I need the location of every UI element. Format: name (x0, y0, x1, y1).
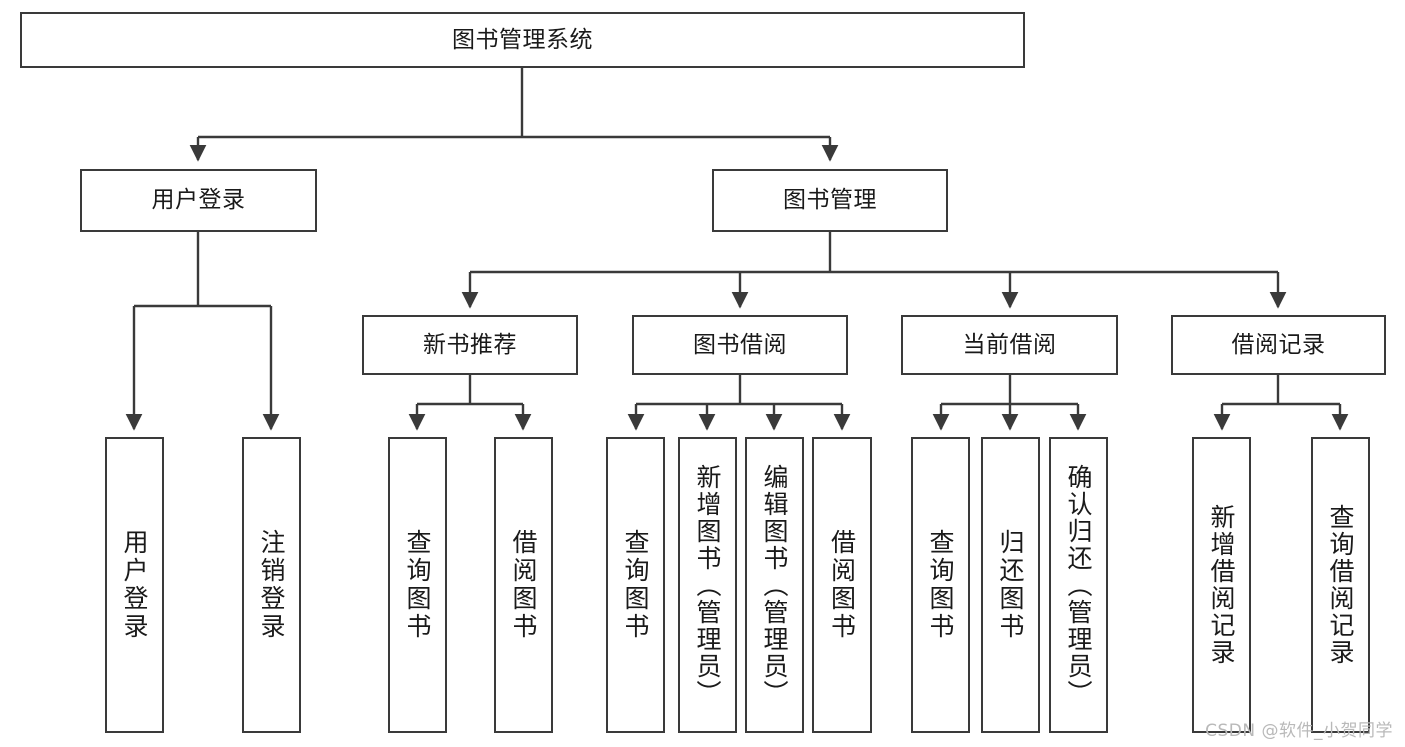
node-label: 用户登录 (120, 529, 149, 641)
node-root-system[interactable]: 图书管理系统 (20, 12, 1025, 68)
node-label: 注销登录 (257, 529, 286, 641)
node-label: 查询图书 (403, 529, 432, 641)
node-label: 图书管理系统 (452, 26, 593, 53)
node-label: 归还图书 (996, 529, 1025, 641)
node-borrow-record[interactable]: 借阅记录 (1171, 315, 1386, 375)
node-leaf-confirm-return[interactable]: 确认归还（管理员） (1049, 437, 1108, 733)
node-label: 当前借阅 (962, 331, 1057, 358)
node-label: 借阅记录 (1231, 331, 1326, 358)
node-leaf-user-login[interactable]: 用户登录 (105, 437, 164, 733)
node-book-management[interactable]: 图书管理 (712, 169, 948, 232)
node-new-book-recommend[interactable]: 新书推荐 (362, 315, 578, 375)
node-leaf-return-book[interactable]: 归还图书 (981, 437, 1040, 733)
watermark-text: CSDN @软件_小贺同学 (1205, 721, 1393, 741)
node-leaf-add-record[interactable]: 新增借阅记录 (1192, 437, 1251, 733)
node-user-login[interactable]: 用户登录 (80, 169, 317, 232)
node-leaf-borrow-book-1[interactable]: 借阅图书 (494, 437, 553, 733)
node-current-borrow[interactable]: 当前借阅 (901, 315, 1118, 375)
node-label: 新增借阅记录 (1207, 504, 1236, 666)
node-label: 确认归还（管理员） (1064, 463, 1093, 707)
node-leaf-borrow-book-2[interactable]: 借阅图书 (812, 437, 872, 733)
node-label: 新增图书（管理员） (693, 463, 722, 707)
node-leaf-query-book-2[interactable]: 查询图书 (606, 437, 665, 733)
node-leaf-query-record[interactable]: 查询借阅记录 (1311, 437, 1370, 733)
node-book-borrow[interactable]: 图书借阅 (632, 315, 848, 375)
node-label: 查询图书 (926, 529, 955, 641)
node-label: 用户登录 (151, 187, 246, 214)
node-leaf-query-book-3[interactable]: 查询图书 (911, 437, 970, 733)
node-label: 查询图书 (621, 529, 650, 641)
node-leaf-add-book[interactable]: 新增图书（管理员） (678, 437, 737, 733)
node-leaf-logout-login[interactable]: 注销登录 (242, 437, 301, 733)
node-leaf-edit-book[interactable]: 编辑图书（管理员） (745, 437, 804, 733)
node-label: 借阅图书 (509, 529, 538, 641)
node-label: 借阅图书 (827, 529, 857, 641)
node-label: 图书借阅 (693, 331, 787, 358)
node-label: 编辑图书（管理员） (760, 463, 789, 707)
node-label: 查询借阅记录 (1326, 504, 1355, 666)
node-label: 图书管理 (783, 187, 877, 214)
node-label: 新书推荐 (423, 331, 517, 358)
node-leaf-query-book-1[interactable]: 查询图书 (388, 437, 447, 733)
